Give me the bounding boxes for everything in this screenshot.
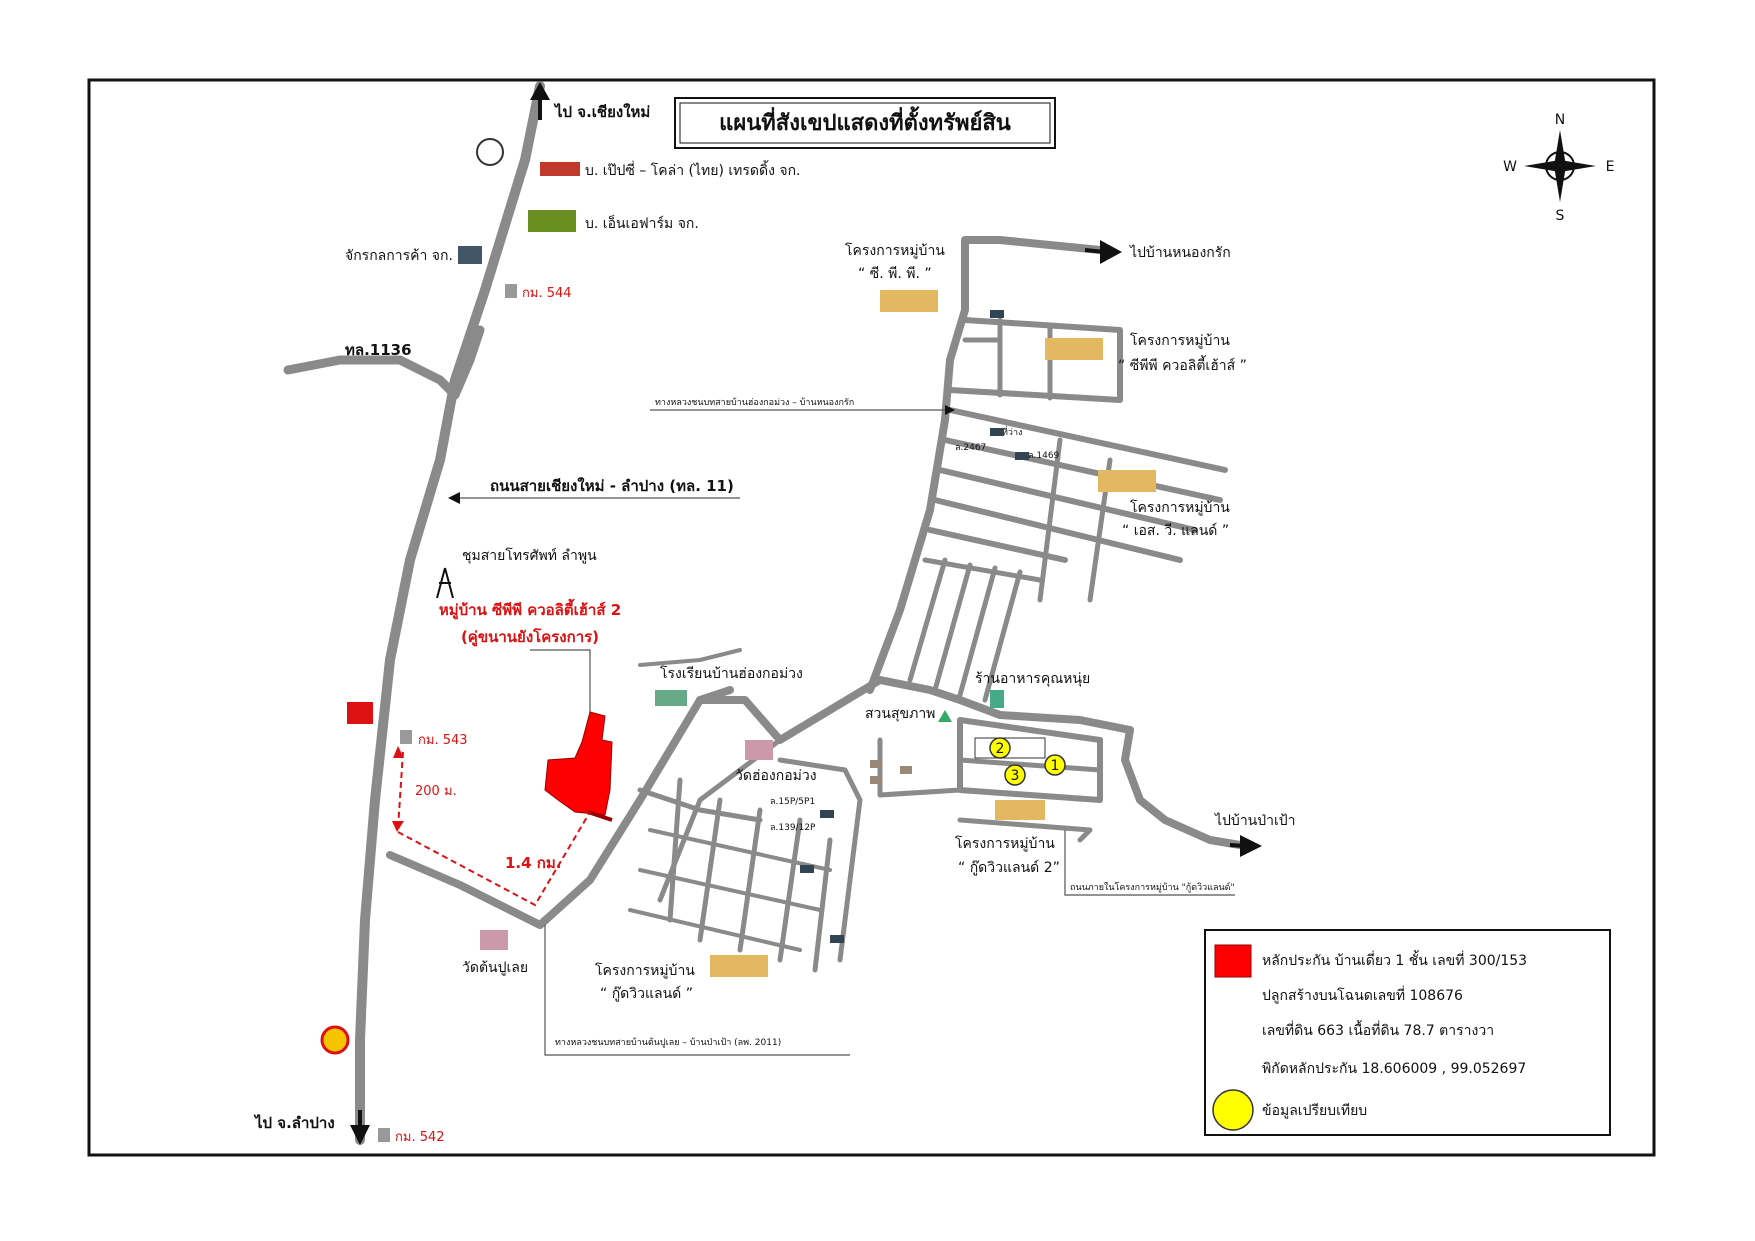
label-dist-14: 1.4 กม. [505,854,561,872]
label-km-544: กม. 544 [522,286,572,301]
village-icon [1045,338,1103,360]
label-lot-a: ล.2467 [955,443,986,453]
tower-icon [436,567,454,599]
school-icon [655,690,687,706]
legend-collateral-1: หลักประกัน บ้านเดี่ยว 1 ชั้น เลขที่ 300/… [1262,950,1527,969]
distance-measurement: 200 ม. 1.4 กม. [392,746,591,907]
label-guvill-1: โครงการหมู่บ้าน [595,962,695,979]
pepsi-building-icon [540,162,580,176]
legend-collateral-3: เลขที่ดิน 663 เนื้อที่ดิน 78.7 ตารางวา [1262,1020,1494,1039]
label-gas: ที่ว่าง [1002,425,1022,438]
rural-road-north [866,236,1104,694]
label-km-543: กม. 543 [418,733,468,748]
sign-icon [347,702,373,724]
label-subject-village-1: หมู่บ้าน ซีพีพี ควอลิตี้เฮ้าส์ 2 [439,598,621,620]
restaurant-icon [990,690,1004,708]
village-icon [1098,470,1156,492]
road-1136 [283,355,460,400]
label-nfarm: บ. เอ็นเอฟาร์ม จก. [585,214,699,232]
label-to-pa-pao: ไปบ้านป่าเป้า [1214,812,1296,829]
label-dist-200: 200 ม. [415,784,457,799]
label-cpp-q-1: โครงการหมู่บ้าน [1130,332,1230,349]
label-school: โรงเรียนบ้านฮ่องกอม่วง [660,665,803,682]
legend-collateral-4: พิกัดหลักประกัน 18.606009 , 99.052697 [1262,1061,1526,1077]
tree-icon [938,710,952,722]
label-wat-ton: วัดต้นปูเลย [462,960,528,976]
label-cpp-village-1: โครงการหมู่บ้าน [845,242,945,259]
village-icon [710,955,768,977]
label-road-1136: ทล.1136 [345,341,412,359]
label-highway-11: ถนนสายเชียงใหม่ - ลำปาง (ทล. 11) [490,477,734,495]
marker-label-3: 3 [1011,768,1020,784]
label-rural-road-2011: ทางหลวงชนบทสายบ้านต้นปูเลย – บ้านป่าเป้า… [555,1037,781,1048]
shell-logo-icon [320,1025,350,1055]
km-post-icon [505,284,517,298]
compass-e: E [1606,159,1615,175]
label-lot-b: ล.1469 [1028,451,1060,461]
title-box [674,97,1056,149]
legend-box [1204,929,1611,1136]
label-jakkon: จักรกลการค้า จก. [345,248,453,264]
label-guvill-2: “ กู๊ดวิวแลนด์ ” [600,985,693,1002]
temple-icon [480,930,508,950]
label-cpp-village-2: “ ซี. พี. พี. ” [858,266,932,282]
label-lot-d: ล.139/12P [770,823,816,833]
compass-n: N [1555,112,1565,128]
legend-comparable-swatch [1212,1089,1254,1131]
village-icon [880,290,938,312]
subject-property-parcel [544,711,613,816]
label-park: สวนสุขภาพ [865,706,935,722]
legend: หลักประกัน บ้านเดี่ยว 1 ชั้น เลขที่ 300/… [1204,929,1611,1136]
comparable-marker-3 [1004,764,1026,786]
compass-w: W [1503,159,1517,175]
label-guvill2-1: โครงการหมู่บ้าน [955,835,1055,852]
jakkon-building-icon [458,246,482,264]
direction-arrows [350,82,1262,1145]
legend-comparable: ข้อมูลเปรียบเทียบ [1262,1103,1367,1119]
mazda-logo-icon [476,138,504,166]
comparable-marker-1 [1044,754,1066,776]
label-to-lampang: ไป จ.ลำปาง [253,1113,335,1132]
temple-icon [745,740,773,760]
rural-road-east [696,676,1134,744]
label-to-nong-krak: ไปบ้านหนองกรัก [1129,244,1231,261]
label-subject-village-2: (คู่ขนานยังโครงการ) [461,627,599,647]
label-km-542: กม. 542 [395,1130,445,1145]
comparable-markers: 1 2 3 [974,737,1066,786]
label-rural-road-north: ทางหลวงชนบทสายบ้านฮ่องกอม่วง – บ้านหนองก… [655,397,854,408]
label-sv-2: “ เอส. วี. แลนด์ ” [1122,522,1229,539]
landmarks: บ. เป๊ปซี่ – โคล่า (ไทย) เทรดดิ้ง จก. บ.… [320,138,1247,1145]
compass-rose: N S E W [1503,112,1614,224]
comparable-marker-2 [989,737,1011,759]
marker-label-1: 1 [1051,758,1060,774]
label-lot-c: ล.15P/5P1 [770,797,815,807]
label-restaurant: ร้านอาหารคุณหนุ่ย [975,671,1090,687]
marker-label-2: 2 [996,741,1005,757]
village-icon [995,800,1045,820]
label-cpp-q-2: “ ซีพีพี ควอลิตี้เฮ้าส์ ” [1118,355,1247,374]
label-wat-hong: วัดฮ่องกอม่วง [735,768,817,784]
km-post-icon [378,1128,390,1142]
label-sv-1: โครงการหมู่บ้าน [1130,499,1230,516]
label-entrance-guvill: ถนนภายในโครงการหมู่บ้าน "กู้ดวิวแลนด์" [1070,881,1235,893]
label-to-chiang-mai: ไป จ.เชียงใหม่ [553,102,650,121]
legend-collateral-swatch [1214,944,1252,978]
map-title: แผนที่สังเขปแสดงที่ตั้งทรัพย์สิน [719,106,1011,136]
compass-s: S [1556,208,1565,224]
road-network [283,81,1244,1145]
legend-collateral-2: ปลูกสร้างบนโฉนดเลขที่ 108676 [1262,986,1463,1004]
label-pepsi: บ. เป๊ปซี่ – โคล่า (ไทย) เทรดดิ้ง จก. [585,160,801,179]
km-post-icon [400,730,412,744]
label-exchange: ชุมสายโทรศัพท์ ลำพูน [462,547,597,564]
nfarm-building-icon [528,210,576,232]
label-guvill2-2: “ กู๊ดวิวแลนด์ 2” [958,859,1060,876]
